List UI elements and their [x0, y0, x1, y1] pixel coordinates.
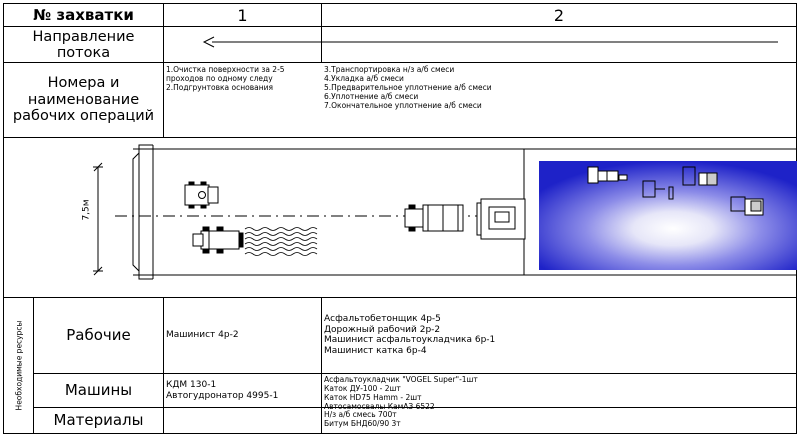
operation-item: проходов по одному следу: [166, 74, 273, 83]
operation-item: 6.Уплотнение а/б смеси: [324, 92, 419, 101]
machines-grip-1: КДМ 130-1 Автогудронатор 4995-1: [166, 380, 278, 401]
operation-item: 2.Подгрунтовка основания: [166, 83, 274, 92]
resources-label: Необходимые ресурсы: [14, 320, 24, 411]
flow-direction-label: Направление потока: [32, 28, 135, 61]
worker-item: Машинист 4р-2: [166, 330, 239, 340]
operation-item: 7.Окончательное уплотнение а/б смеси: [324, 101, 482, 110]
worker-item: Машинист асфальтоукладчика 6р-1: [324, 335, 496, 345]
material-item: Битум БНД60/90 3т: [324, 419, 401, 428]
machine-item: Каток HD75 Hamm - 2шт: [324, 393, 422, 402]
operations-label: Номера и наименование рабочих операций: [12, 75, 155, 125]
grip-1-header: 1: [237, 5, 248, 25]
operation-item: 1.Очистка поверхности за 2-5: [166, 65, 285, 74]
materials-grip-2: Н/з а/б смесь 700т Битум БНД60/90 3т: [324, 410, 401, 428]
operation-item: 3.Транспортировка н/з а/б смеси: [324, 65, 455, 74]
machine-item: Каток ДУ-100 - 2шт: [324, 384, 401, 393]
worker-item: Машинист катка 6р-4: [324, 345, 427, 356]
material-item: Н/з а/б смесь 700т: [324, 410, 397, 419]
machines-grip-2: Асфальтоукладчик "VOGEL Super"-1шт Каток…: [324, 375, 478, 411]
machine-item: Асфальтоукладчик "VOGEL Super"-1шт: [324, 375, 478, 384]
operations-grip-2: 3.Транспортировка н/з а/б смеси 4.Укладк…: [324, 65, 492, 110]
worker-item: Асфальтобетонщик 4р-5: [324, 314, 441, 324]
workers-grip-1: Машинист 4р-2: [166, 330, 239, 341]
flow-direction-arrow: [202, 36, 778, 48]
machines-label: Машины: [64, 381, 133, 399]
grip-2-header: 2: [553, 5, 565, 25]
grip-number-header: № захватки: [33, 5, 134, 24]
machine-item: КДМ 130-1: [166, 380, 217, 390]
workers-label: Рабочие: [66, 326, 131, 344]
workers-grip-2: Асфальтобетонщик 4р-5 Дорожный рабочий 2…: [324, 314, 495, 356]
machine-item: Автосамосвалы КамАЗ 6522: [324, 402, 435, 411]
operation-item: 5.Предварительное уплотнение а/б смеси: [324, 83, 492, 92]
operation-item: 4.Укладка а/б смеси: [324, 74, 404, 83]
road-width-label: 7,5м: [81, 199, 92, 221]
worker-item: Дорожный рабочий 2р-2: [324, 324, 441, 335]
machine-item: Автогудронатор 4995-1: [166, 390, 279, 401]
work-scheme: [93, 144, 797, 280]
materials-label: Материалы: [53, 411, 144, 429]
operations-grip-1: 1.Очистка поверхности за 2-5 проходов по…: [166, 65, 285, 92]
